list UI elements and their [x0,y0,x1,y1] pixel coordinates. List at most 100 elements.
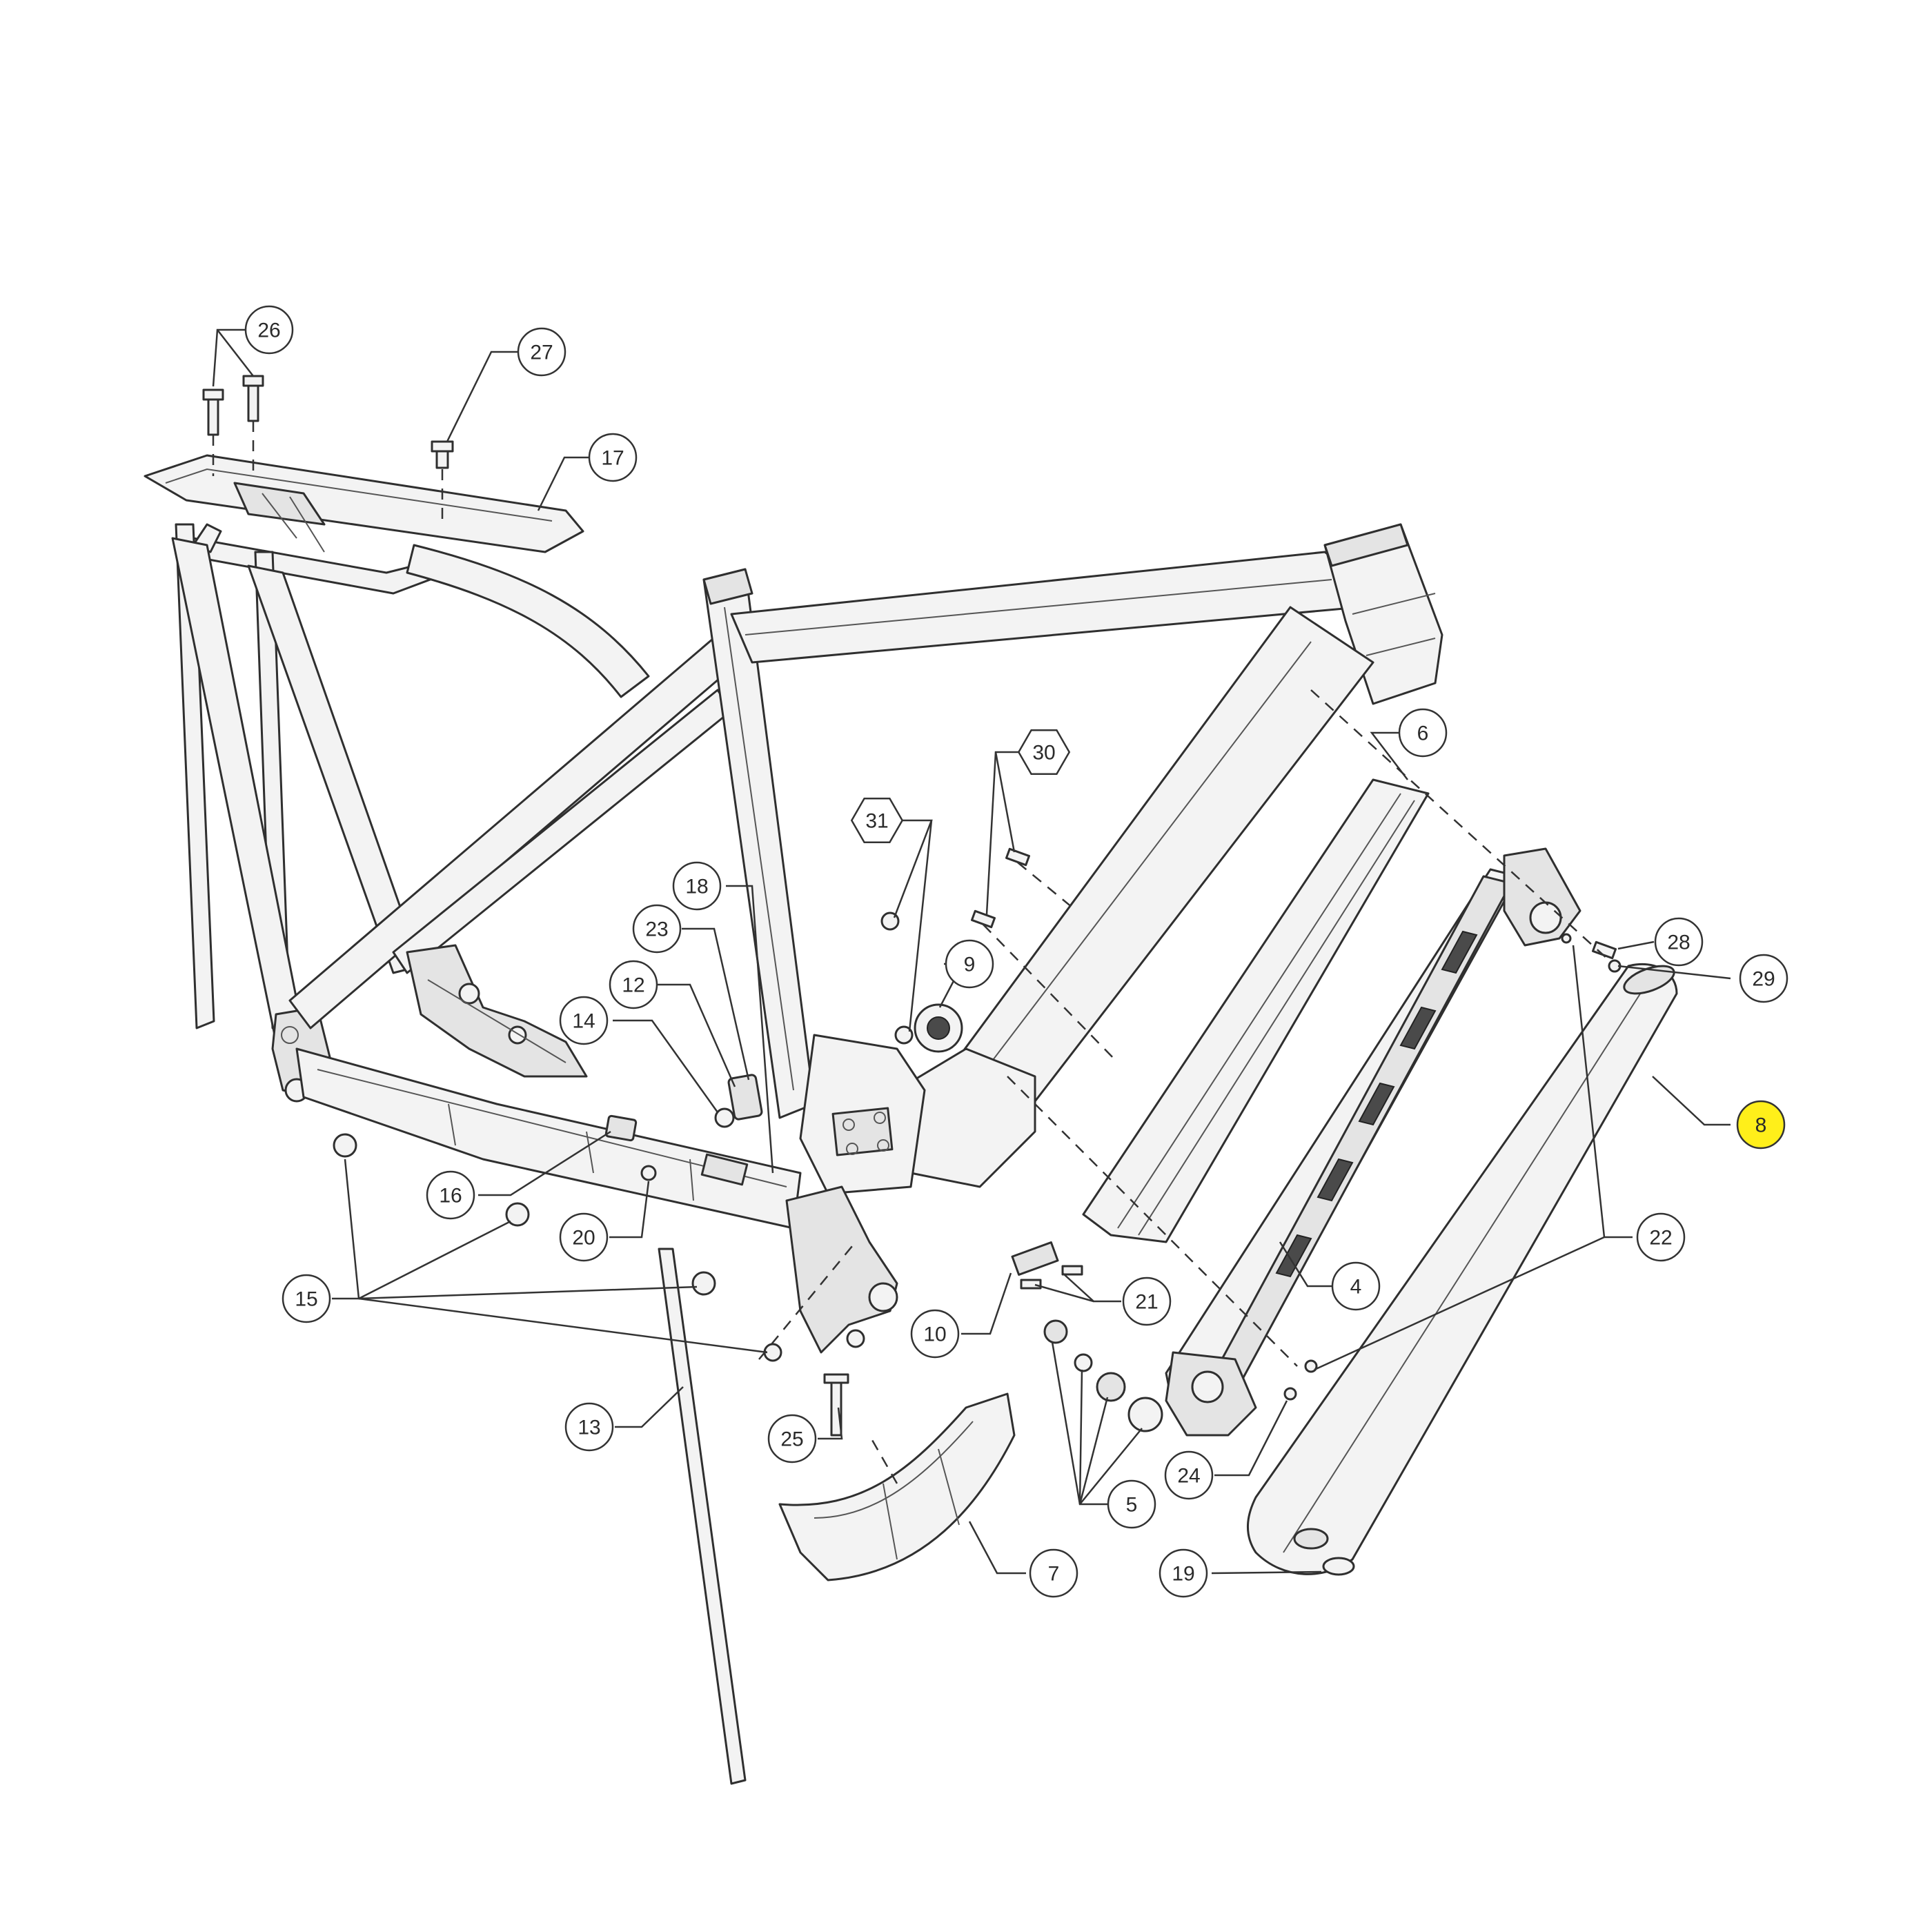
callout-bubble [1331,1261,1381,1311]
callout-20: 20 [559,1212,609,1262]
callout-14: 14 [559,996,609,1045]
callout-10: 10 [910,1309,960,1359]
callout-number: 19 [1172,1563,1194,1586]
callout-number: 27 [530,342,553,364]
callout-bubble [632,904,682,954]
down-tube-cover [1246,963,1678,1575]
callout-31: 31 [850,797,904,844]
callout-bubble [1122,1276,1172,1326]
callout-30: 30 [1017,729,1071,776]
callout-28: 28 [1654,917,1704,967]
callout-23: 23 [632,904,682,954]
callout-15: 15 [282,1274,331,1323]
down-tube [896,606,1374,1188]
fasteners [202,375,1621,1437]
callout-bubble [588,433,638,482]
callout-bubble [1398,708,1448,758]
callout-number: 8 [1755,1114,1767,1137]
callout-21: 21 [1122,1276,1172,1326]
dropout-plate [785,1185,898,1354]
callout-16: 16 [426,1170,475,1220]
callout-bubble [1739,954,1788,1003]
callout-bubble [672,861,722,911]
callout-27: 27 [517,327,566,377]
callout-8: 8 [1736,1100,1786,1150]
motor-mount [799,1034,926,1195]
callout-number: 20 [572,1227,595,1250]
callout-bubble [1029,1548,1078,1598]
callout-4: 4 [1331,1261,1381,1311]
callout-number: 26 [257,319,280,342]
callout-25: 25 [767,1414,817,1463]
callout-number: 6 [1417,722,1429,745]
callout-6: 6 [1398,708,1448,758]
plug-19 [1322,1557,1355,1576]
callout-19: 19 [1159,1548,1208,1598]
callout-17: 17 [588,433,638,482]
callout-24: 24 [1164,1450,1214,1500]
chain-stay-bracket [406,944,588,1078]
callout-bubble [1654,917,1704,967]
callout-bubble [945,939,994,989]
callout-number: 7 [1048,1563,1060,1586]
callout-number: 15 [295,1288,317,1311]
callout-number: 31 [865,810,888,833]
callout-bubble [1017,729,1071,776]
kickstand-rod [658,1248,747,1785]
callout-bubble [1736,1100,1786,1150]
callout-number: 4 [1350,1276,1362,1299]
callout-13: 13 [564,1402,614,1452]
callout-number: 5 [1126,1494,1138,1517]
callout-number: 16 [439,1185,462,1208]
callout-bubble [1159,1548,1208,1598]
callout-number: 14 [572,1010,595,1033]
callout-number: 30 [1032,742,1055,765]
callouts-layer: 26 27 17 6 30 31 18 23 9 12 14 28 29 8 16 20 22 4 15 21 10 13… [244,305,1788,1598]
callout-5: 5 [1107,1479,1156,1529]
assembly-axes [212,421,1608,1484]
callout-9: 9 [945,939,994,989]
callout-7: 7 [1029,1548,1078,1598]
battery-connector-top [1503,847,1581,947]
motor-cover [778,1392,1016,1581]
callout-bubble [517,327,566,377]
callout-bubble [559,996,609,1045]
callout-29: 29 [1739,954,1788,1003]
callout-bubble [1107,1479,1156,1529]
callout-bubble [559,1212,609,1262]
callout-number: 21 [1135,1291,1158,1314]
battery-rail [1082,778,1430,1243]
callout-bubble [426,1170,475,1220]
callout-number: 13 [578,1417,600,1439]
callout-number: 12 [622,974,644,997]
callout-number: 24 [1177,1465,1200,1488]
callout-number: 18 [685,876,708,898]
callout-bubble [564,1402,614,1452]
callout-number: 17 [601,447,624,470]
callout-number: 10 [923,1323,946,1346]
head-tube [1323,523,1443,705]
seat-tube [702,568,816,1119]
callout-number: 9 [964,954,976,976]
callout-number: 22 [1649,1227,1672,1250]
callout-number: 23 [645,918,668,941]
callout-number: 25 [780,1428,803,1451]
callout-bubble [850,797,904,844]
callout-bubble [767,1414,817,1463]
callout-22: 22 [1636,1212,1686,1262]
callout-number: 28 [1667,931,1690,954]
rear-rack [144,454,584,1029]
callout-18: 18 [672,861,722,911]
parts-layer [144,375,1678,1785]
callout-26: 26 [244,305,294,355]
battery [1165,868,1519,1409]
callout-number: 29 [1752,968,1775,991]
callout-bubble [244,305,294,355]
callout-bubble [910,1309,960,1359]
callout-bubble [609,960,658,1009]
callout-12: 12 [609,960,658,1009]
callout-bubble [1636,1212,1686,1262]
battery-dock [1165,1351,1257,1437]
callout-bubble [1164,1450,1214,1500]
